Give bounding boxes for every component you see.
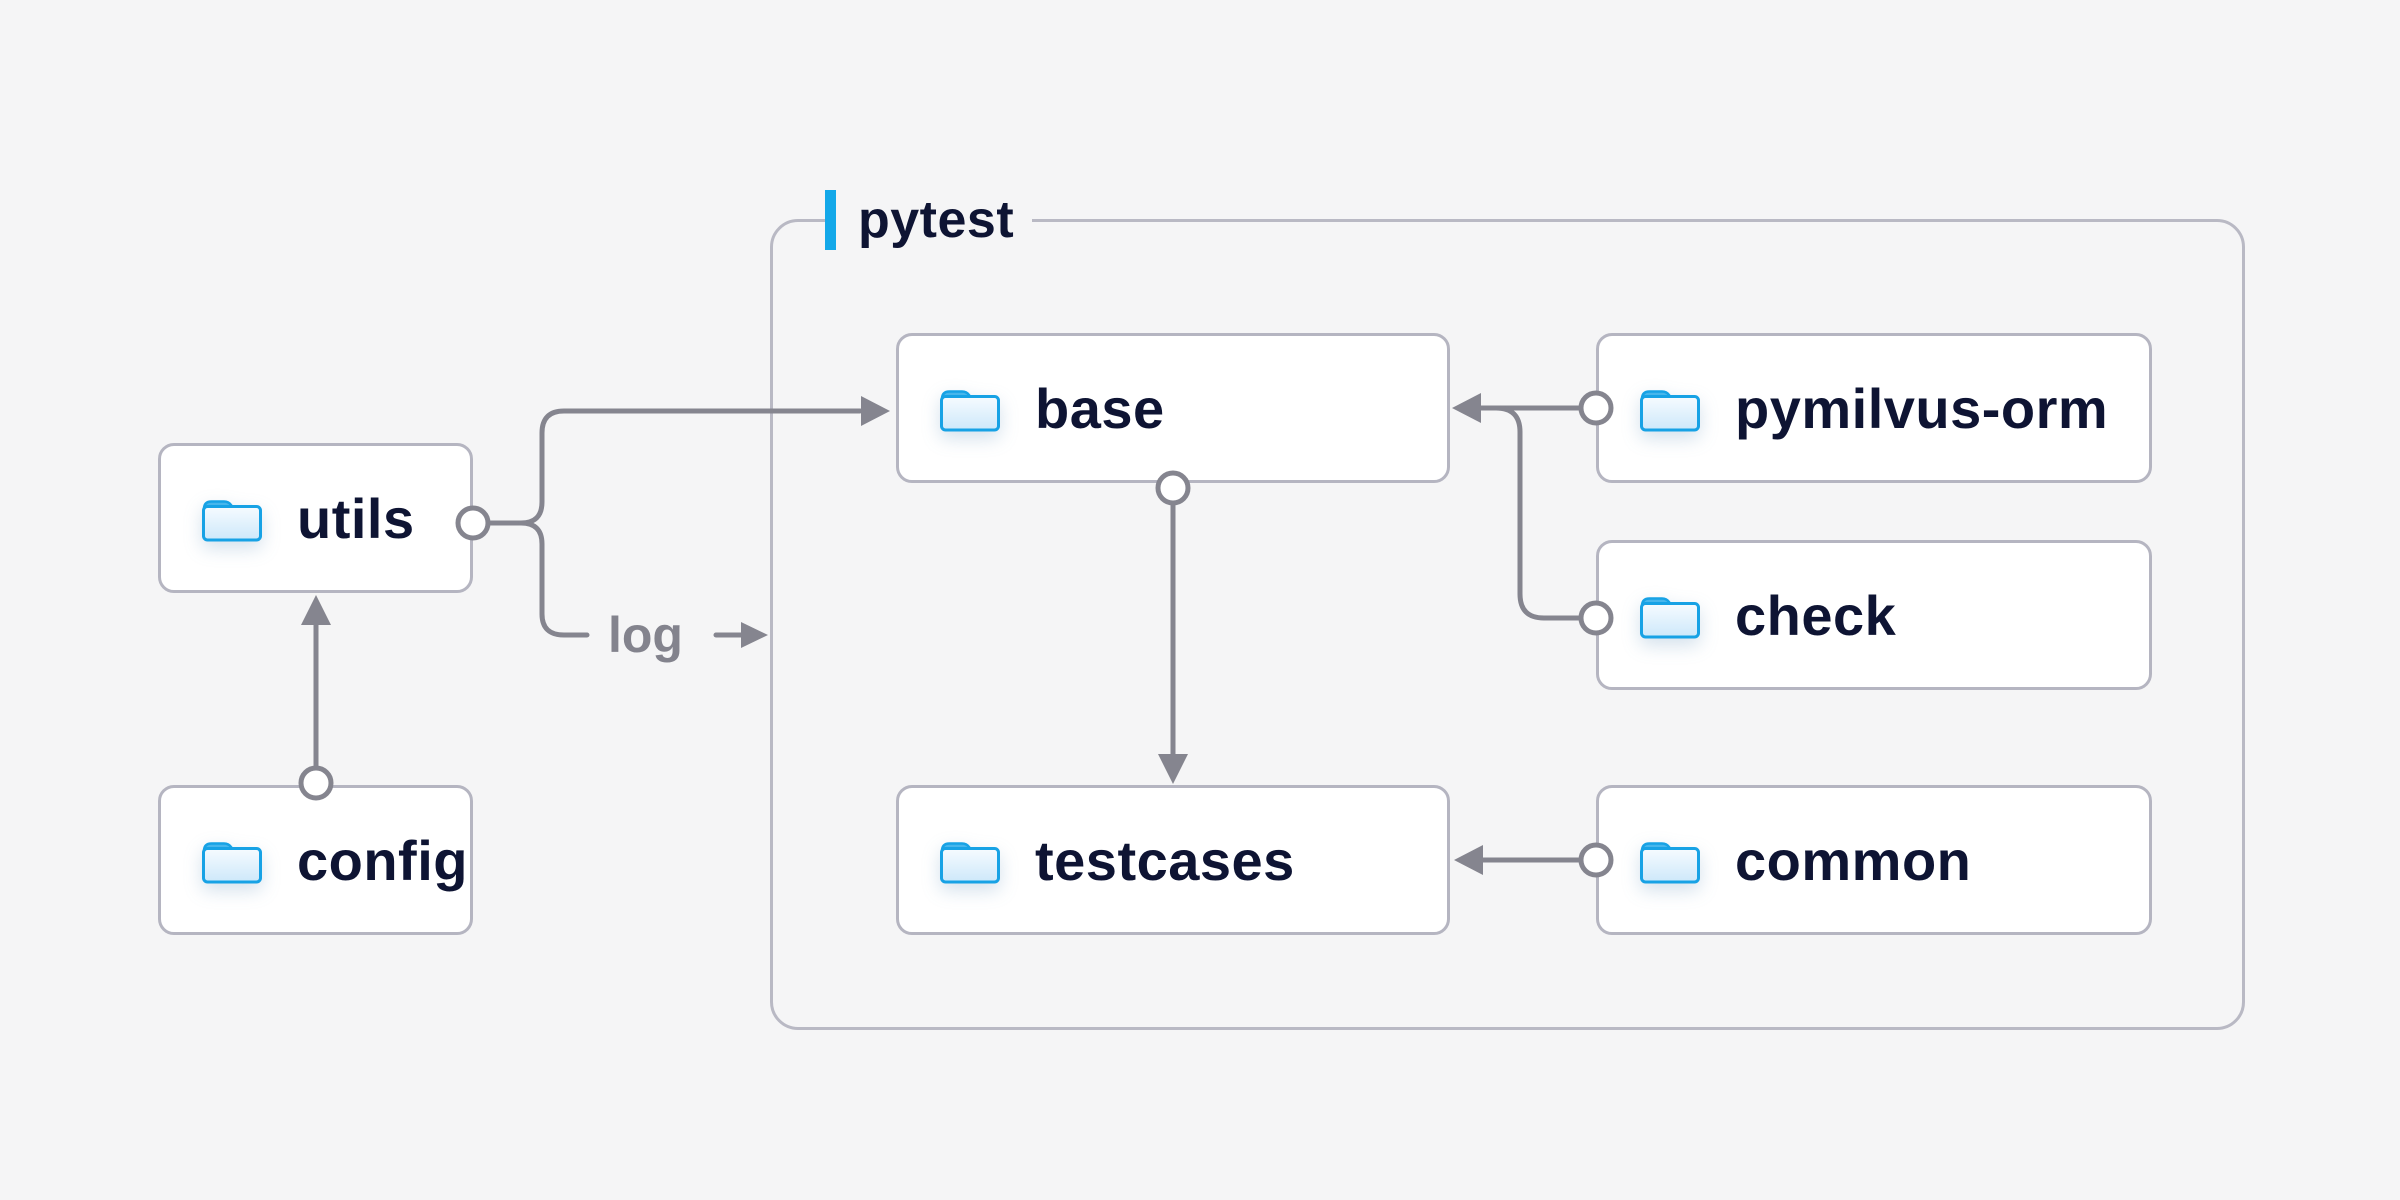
node-label: testcases bbox=[1035, 828, 1295, 892]
folder-icon bbox=[202, 842, 262, 884]
node-label: pymilvus-orm bbox=[1735, 376, 2109, 440]
node-config: config bbox=[158, 785, 473, 935]
folder-icon bbox=[1640, 842, 1700, 884]
folder-body bbox=[1640, 395, 1700, 432]
node-common: common bbox=[1596, 785, 2152, 935]
node-label: common bbox=[1735, 828, 1972, 892]
pytest-container: pytest bbox=[770, 188, 2245, 1030]
folder-icon bbox=[1640, 597, 1700, 639]
node-label: check bbox=[1735, 583, 1897, 647]
node-label: config bbox=[297, 828, 468, 892]
node-label: utils bbox=[297, 486, 415, 550]
folder-icon bbox=[940, 842, 1000, 884]
node-pymilvus-orm: pymilvus-orm bbox=[1596, 333, 2152, 483]
log-edge-label: log bbox=[608, 607, 683, 663]
folder-icon bbox=[940, 390, 1000, 432]
pytest-label-accent-bar bbox=[825, 190, 836, 250]
node-testcases: testcases bbox=[896, 785, 1450, 935]
pytest-label-text: pytest bbox=[858, 191, 1015, 249]
node-check: check bbox=[1596, 540, 2152, 690]
folder-icon bbox=[1640, 390, 1700, 432]
node-utils: utils bbox=[158, 443, 473, 593]
folder-body bbox=[1640, 602, 1700, 639]
folder-body bbox=[940, 395, 1000, 432]
folder-body bbox=[202, 505, 262, 542]
node-base: base bbox=[896, 333, 1450, 483]
folder-body bbox=[202, 847, 262, 884]
folder-body bbox=[1640, 847, 1700, 884]
folder-icon bbox=[202, 500, 262, 542]
folder-body bbox=[940, 847, 1000, 884]
node-label: base bbox=[1035, 376, 1165, 440]
arrowhead-into-pytest bbox=[741, 622, 768, 648]
arrowhead-into-utils bbox=[301, 595, 331, 625]
edge-utils-log bbox=[518, 520, 590, 638]
pytest-container-label: pytest bbox=[825, 188, 1033, 252]
